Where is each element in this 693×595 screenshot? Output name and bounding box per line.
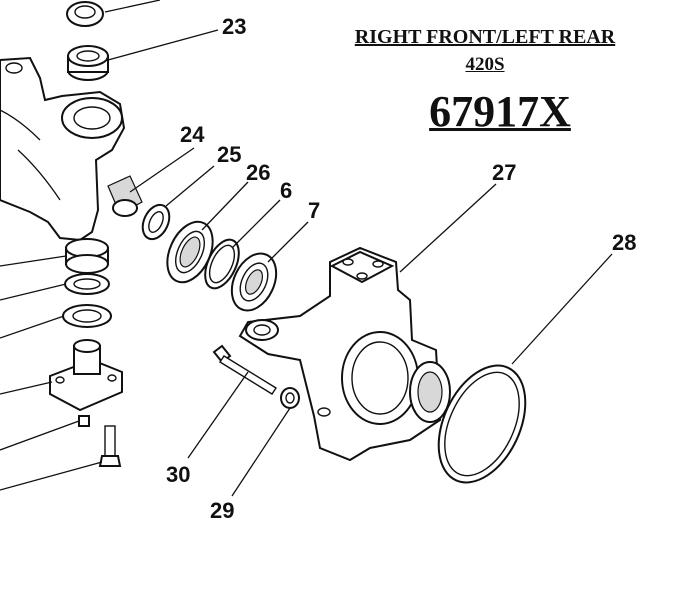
axle-housing: [0, 56, 126, 242]
bearing-7: [230, 252, 278, 312]
callout-26: 26: [246, 160, 270, 185]
model-label: 420S: [465, 54, 505, 75]
snap-ring-6: [204, 238, 240, 290]
cap-bolt: [98, 425, 122, 467]
callout-29: 29: [210, 498, 234, 523]
callout-7: 7: [308, 198, 320, 223]
callout-30: 30: [166, 462, 190, 487]
kingpin-cap: [49, 339, 123, 412]
upper-bearing-23: [67, 45, 109, 81]
part-number: 67917X: [429, 87, 571, 136]
lower-washer-a: [64, 273, 110, 295]
oil-seal-28: [437, 364, 527, 484]
diagram-title: RIGHT FRONT/LEFT REAR: [354, 26, 616, 48]
nut-29: [280, 387, 300, 409]
grease-fitting: [78, 415, 90, 427]
bolt-30: [212, 344, 277, 395]
callout-24: 24: [180, 122, 205, 147]
lower-bearing: [65, 238, 109, 274]
lower-washer-b: [62, 304, 112, 328]
callout-6: 6: [280, 178, 292, 203]
upper-washer: [66, 1, 104, 27]
callout-25: 25: [217, 142, 241, 167]
callout-27: 27: [492, 160, 516, 185]
steering-knuckle-27: [238, 246, 451, 462]
seal-25: [141, 203, 171, 241]
callout-23: 23: [222, 14, 246, 39]
bearing-26: [166, 220, 214, 284]
bushing-24: [107, 175, 143, 217]
leader-lines: [0, 0, 613, 497]
callout-28: 28: [612, 230, 636, 255]
